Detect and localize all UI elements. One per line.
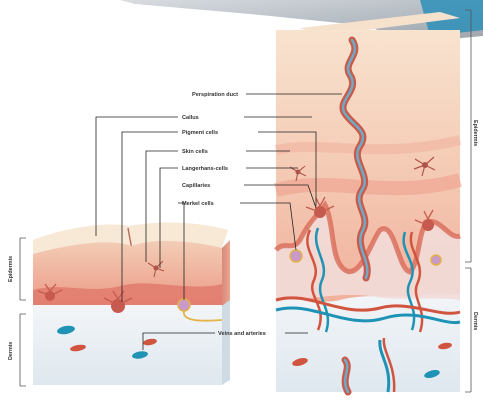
- label-callus: Callus: [182, 115, 199, 121]
- side-label-left-epidermis: Epidermis: [8, 256, 14, 282]
- label-capillaries: Capillaries: [182, 183, 210, 189]
- label-pigment-cells: Pigment cells: [182, 130, 218, 136]
- label-skin-cells: Skin cells: [182, 149, 208, 155]
- merkel-cell: [431, 255, 441, 265]
- side-label-right-epidermis: Epidermis: [472, 120, 478, 146]
- merkel-cell: [178, 299, 190, 311]
- right-skin-block: [276, 12, 460, 392]
- merkel-cell: [290, 250, 302, 262]
- label-merkel-cells: Merkel cells: [182, 201, 214, 207]
- side-label-left-dermis: Dermis: [8, 342, 14, 360]
- label-veins-and-arteries: Veins and arteries: [218, 331, 266, 337]
- left-skin-block: [33, 223, 230, 385]
- label-langerhans-cells: Langerhans-cells: [182, 166, 228, 172]
- side-label-right-dermis: Dermis: [472, 312, 478, 330]
- label-perspiration-duct: Perspiration duct: [192, 92, 238, 98]
